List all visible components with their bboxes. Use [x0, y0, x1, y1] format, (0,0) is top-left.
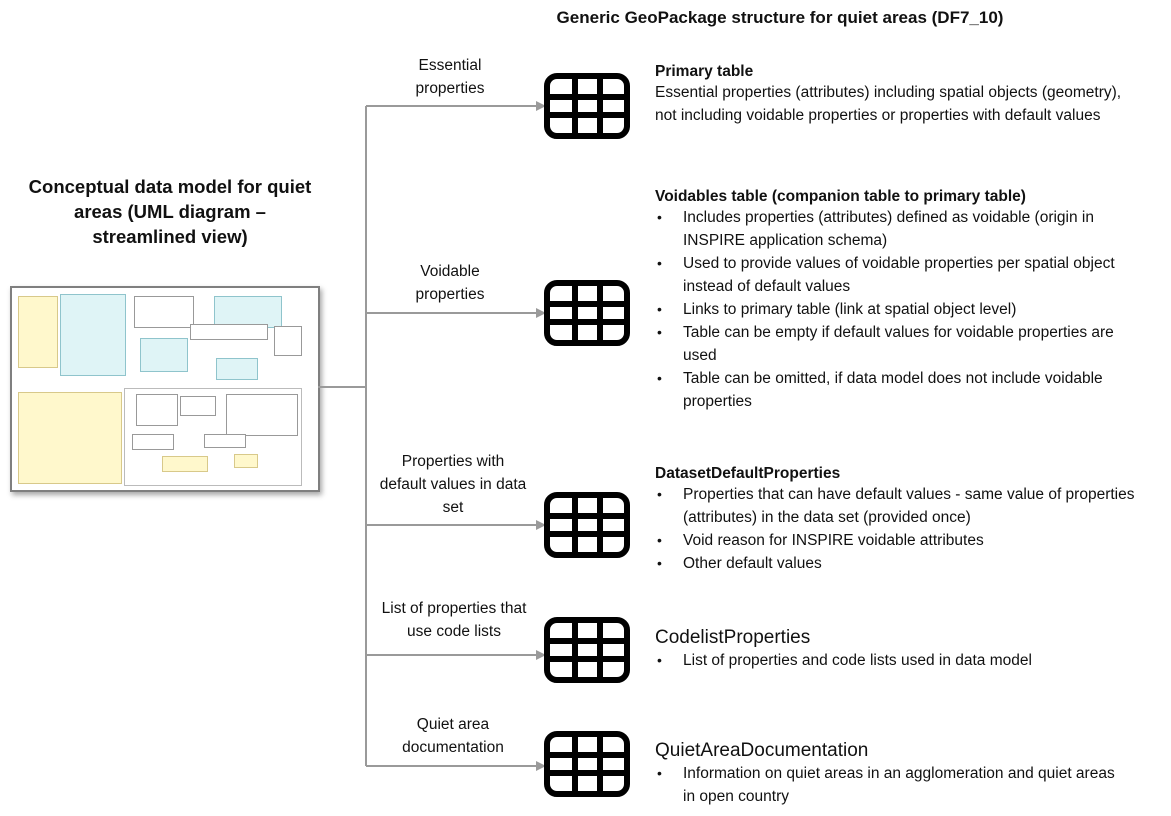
branch-label-voidable: Voidable properties — [415, 263, 485, 303]
uml-class — [214, 296, 282, 328]
uml-class — [204, 434, 246, 448]
table-icon — [544, 617, 630, 683]
codelist-properties-bullets: List of properties and code lists used i… — [655, 649, 1155, 672]
bullet-item: Includes properties (attributes) defined… — [655, 206, 1150, 252]
uml-class — [140, 338, 188, 372]
uml-class — [180, 396, 216, 416]
uml-note — [162, 456, 208, 472]
uml-class — [60, 294, 126, 376]
branch-label-documentation: Quiet area documentation — [402, 716, 504, 756]
uml-class — [136, 394, 178, 426]
table-icon — [544, 73, 630, 139]
primary-table-heading: Primary table — [655, 63, 754, 80]
bullet-item: Other default values — [655, 552, 1160, 575]
voidables-table-bullets: Includes properties (attributes) defined… — [655, 206, 1150, 413]
bullet-item: Properties that can have default values … — [655, 483, 1160, 529]
bullet-item: Table can be omitted, if data model does… — [655, 367, 1150, 413]
table-icon — [544, 731, 630, 797]
bullet-item: Information on quiet areas in an agglome… — [655, 762, 1125, 808]
uml-class — [216, 358, 258, 380]
dataset-default-properties-heading: DatasetDefaultProperties — [655, 465, 841, 482]
bullet-item: List of properties and code lists used i… — [655, 649, 1155, 672]
uml-diagram-thumbnail — [10, 286, 320, 492]
table-icon — [544, 280, 630, 346]
uml-note — [18, 296, 58, 368]
branch-label-code-lists: List of properties that use code lists — [381, 600, 527, 640]
dataset-default-properties-bullets: Properties that can have default values … — [655, 483, 1160, 575]
uml-class — [274, 326, 302, 356]
conceptual-model-label: Conceptual data model for quiet areas (U… — [28, 176, 312, 247]
bullet-item: Links to primary table (link at spatial … — [655, 298, 1150, 321]
uml-class — [226, 394, 298, 436]
diagram-title: Generic GeoPackage structure for quiet a… — [556, 8, 1004, 27]
uml-package — [124, 388, 302, 486]
uml-class — [190, 324, 268, 340]
bullet-item: Void reason for INSPIRE voidable attribu… — [655, 529, 1160, 552]
uml-class — [134, 296, 194, 328]
table-icon — [544, 492, 630, 558]
dataset-default-properties-block: DatasetDefaultProperties Properties that… — [655, 465, 1160, 575]
quiet-area-documentation-heading: QuietAreaDocumentation — [655, 740, 869, 761]
primary-table-block: Primary table Essential properties (attr… — [655, 63, 1155, 127]
branch-label-essential: Essential properties — [415, 57, 485, 97]
quiet-area-documentation-block: QuietAreaDocumentation Information on qu… — [655, 740, 1155, 808]
quiet-area-documentation-bullets: Information on quiet areas in an agglome… — [655, 762, 1125, 808]
bullet-item: Table can be empty if default values for… — [655, 321, 1150, 367]
voidables-table-block: Voidables table (companion table to prim… — [655, 188, 1155, 413]
bullet-item: Used to provide values of voidable prope… — [655, 252, 1150, 298]
voidables-table-heading: Voidables table (companion table to prim… — [655, 188, 1026, 205]
uml-note — [18, 392, 122, 484]
codelist-properties-heading: CodelistProperties — [655, 627, 811, 648]
codelist-properties-block: CodelistProperties List of properties an… — [655, 627, 1155, 672]
primary-table-description: Essential properties (attributes) includ… — [655, 84, 1122, 124]
uml-note — [234, 454, 258, 468]
branch-label-default-values: Properties with default values in data s… — [379, 453, 527, 516]
uml-class — [132, 434, 174, 450]
